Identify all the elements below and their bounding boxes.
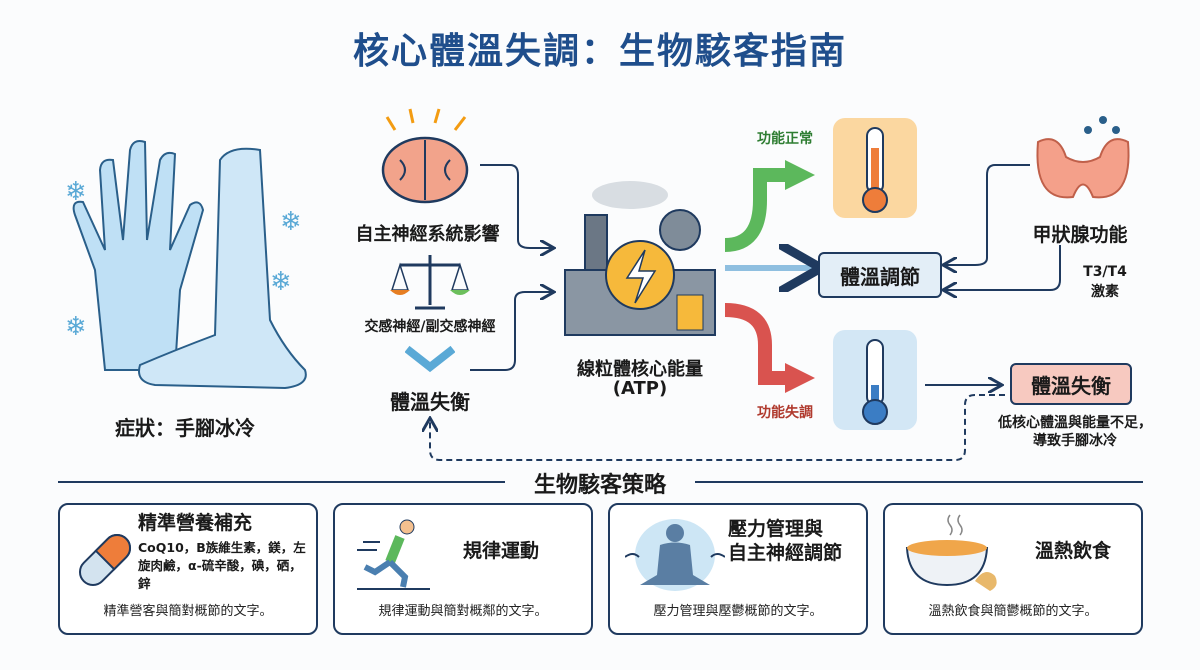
sympathetic-label: 交感神經/副交感神經 [364, 319, 496, 335]
brain-icon [381, 108, 469, 204]
core-sub-label: (ATP) [612, 378, 668, 399]
chevron-icon [405, 345, 455, 373]
strategy-card-nutrition: 精準營養補充 CoQ10，B族維生素，鎂，左旋肉鹼，α-硫辛酸，碘，硒，鋅 精準… [58, 503, 318, 635]
pill-icon [78, 533, 132, 587]
strategy-card-exercise: 規律運動 規律運動與簡對概鄰的文字。 [333, 503, 593, 635]
card-title: 溫熱飲食 [1035, 540, 1112, 562]
normal-label: 功能正常 [757, 131, 813, 147]
symptom-label: 症狀：手腳冰冷 [115, 416, 255, 440]
imbalance-note-1: 低核心體溫與能量不足， [998, 415, 1152, 431]
strategy-card-stress: 壓力管理與 自主神經調節 壓力管理與壓鬱概節的文字。 [608, 503, 868, 635]
svg-text:❄: ❄ [280, 207, 302, 237]
autonomic-label: 自主神經系統影響 [355, 224, 500, 245]
strategy-card-warm-food: 溫熱飲食 溫熱飲食與簡鬱概節的文字。 [883, 503, 1143, 635]
cold-hand-foot-illustration: ❄ ❄ ❄ ❄ [65, 140, 307, 390]
dysfunction-label: 功能失調 [757, 405, 813, 421]
balance-scale-icon [390, 255, 470, 310]
page-title: 核心體溫失調：生物駭客指南 [352, 31, 847, 72]
core-label: 線粒體核心能量 [577, 359, 703, 380]
thyroid-label: 甲狀腺功能 [1032, 224, 1128, 246]
meditation-icon [625, 519, 725, 591]
hormone-label-1: T3/T4 [1083, 264, 1127, 280]
imbalance-input-label: 體溫失衡 [390, 390, 470, 414]
svg-text:❄: ❄ [65, 312, 87, 342]
card-title: 精準營養補充 [138, 512, 253, 534]
card-description: 精準營客與簡對概節的文字。 [103, 604, 273, 619]
flow-connectors [0, 160, 1061, 461]
runner-icon [357, 519, 430, 590]
card-description: 規律運動與簡對概鄰的文字。 [378, 604, 548, 619]
imbalance-note-2: 導致手腳冰冷 [1033, 433, 1117, 449]
card-title: 規律運動 [463, 540, 540, 562]
imbalance-box: 體溫失衡 [1010, 363, 1132, 405]
mitochondria-factory-icon [564, 181, 716, 336]
card-description: 溫熱飲食與簡鬱概節的文字。 [928, 604, 1098, 619]
card-title-line-1: 壓力管理與 [728, 518, 824, 540]
regulation-box: 體溫調節 [818, 252, 942, 298]
thyroid-icon [1036, 116, 1130, 199]
svg-text:❄: ❄ [65, 177, 87, 207]
card-title-line-2: 自主神經調節 [728, 542, 843, 564]
warm-thermometer-icon [833, 118, 917, 218]
svg-text:❄: ❄ [270, 267, 292, 297]
strategy-heading: 生物駭客策略 [505, 467, 695, 499]
card-detail: CoQ10，B族維生素，鎂，左旋肉鹼，α-硫辛酸，碘，硒，鋅 [138, 540, 306, 591]
soup-bowl-icon [905, 514, 997, 591]
cold-thermometer-icon [833, 330, 917, 430]
card-description: 壓力管理與壓鬱概節的文字。 [653, 604, 823, 619]
hormone-label-2: 激素 [1091, 284, 1119, 300]
